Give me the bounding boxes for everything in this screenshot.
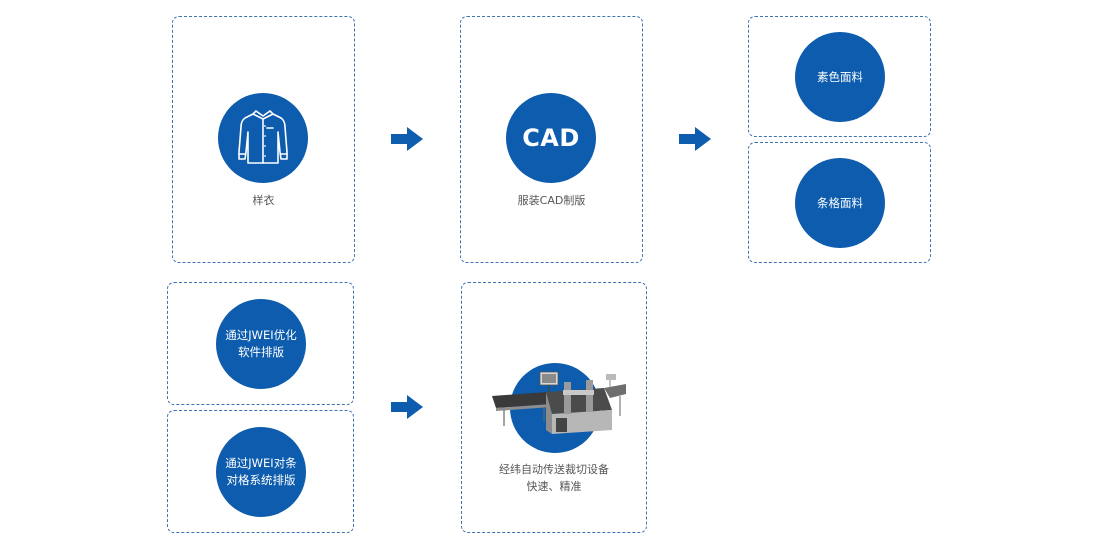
optimize-line1: 通过JWEI优化	[225, 328, 297, 342]
fabric-plain-box: 素色面料	[748, 16, 931, 137]
step-sample-caption: 样衣	[252, 194, 275, 207]
stripe-match-circle: 通过JWEI对条 对格系统排版	[216, 427, 306, 517]
step-sample-box: 样衣	[172, 16, 355, 263]
stripe-match-box: 通过JWEI对条 对格系统排版	[167, 410, 354, 533]
match-line2: 对格系统排版	[226, 473, 296, 487]
cutter-caption-line1: 经纬自动传送裁切设备	[499, 463, 609, 476]
step-cad-caption: 服装CAD制版	[517, 194, 586, 207]
fabric-striped-circle: 条格面料	[795, 158, 885, 248]
fabric-striped-label: 条格面料	[817, 195, 863, 210]
cutter-caption-line2: 快速、精准	[526, 480, 582, 493]
arrow-right-icon	[679, 127, 711, 151]
arrow-right-icon	[391, 395, 423, 419]
fabric-plain-circle: 素色面料	[795, 32, 885, 122]
optimize-layout-box: 通过JWEI优化 软件排版	[167, 282, 354, 405]
step-sample-circle	[218, 93, 308, 183]
fabric-striped-box: 条格面料	[748, 142, 931, 263]
shirt-icon	[238, 110, 288, 164]
step-cad-circle: CAD	[506, 93, 596, 183]
fabric-plain-label: 素色面料	[817, 69, 863, 84]
cutter-box: 经纬自动传送裁切设备 快速、精准	[461, 282, 647, 533]
optimize-line2: 软件排版	[238, 345, 284, 359]
arrow-right-icon	[391, 127, 423, 151]
cad-label: CAD	[522, 124, 580, 152]
match-line1: 通过JWEI对条	[225, 456, 297, 470]
cutting-machine-icon	[492, 371, 626, 434]
step-cad-box: CAD 服装CAD制版	[460, 16, 643, 263]
optimize-layout-circle: 通过JWEI优化 软件排版	[216, 299, 306, 389]
